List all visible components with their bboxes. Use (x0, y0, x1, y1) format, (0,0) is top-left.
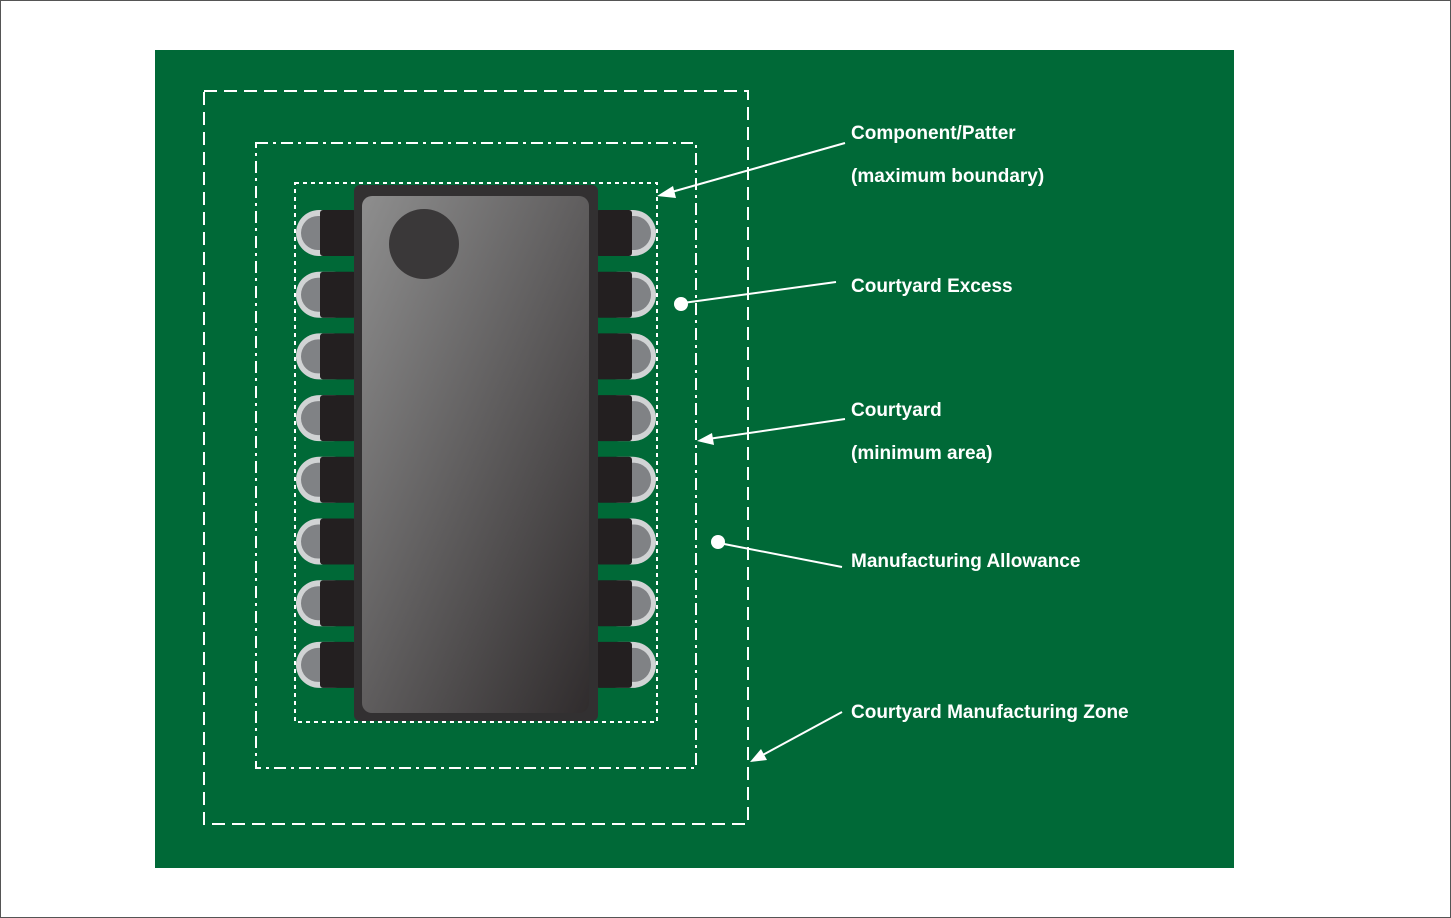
right-lead (596, 456, 632, 503)
courtyard-outline (255, 142, 697, 769)
right-lead (596, 580, 632, 627)
courtyard-label-line1: Courtyard (851, 400, 942, 421)
courtyard-manufacturing-zone-outline (203, 90, 749, 825)
right-lead (596, 395, 632, 442)
left-lead (320, 210, 356, 256)
component-label-line1: Component/Patter (851, 123, 1016, 144)
leaders (657, 142, 846, 762)
courtyard-excess-leader-line (682, 281, 837, 304)
left-lead (320, 271, 356, 318)
left-lead (320, 456, 356, 503)
component-arrowhead (657, 186, 676, 198)
right-lead (596, 518, 632, 565)
right-lead (596, 210, 632, 256)
left-lead (320, 641, 356, 688)
courtyard-label-line2: (minimum area) (851, 443, 992, 464)
manufacturing-zone-leader-line (758, 711, 843, 758)
left-lead (320, 333, 356, 380)
courtyard-excess-label: Courtyard Excess (851, 276, 1013, 297)
right-lead (596, 333, 632, 380)
left-lead (320, 395, 356, 442)
ic-pins (296, 210, 656, 688)
manufacturing-zone-arrowhead (750, 749, 767, 762)
component-leader-line (667, 142, 846, 194)
ic-top-surface (362, 196, 589, 713)
courtyard-leader-line (707, 418, 846, 440)
manufacturing-allowance-dot (711, 535, 725, 549)
pin-1-marker (389, 209, 459, 279)
left-lead (320, 580, 356, 627)
component-boundary-outline (294, 182, 658, 723)
component-label-line2: (maximum boundary) (851, 166, 1044, 187)
labels: Component/Patter (maximum boundary) Cour… (851, 123, 1129, 723)
left-lead (320, 518, 356, 565)
courtyard-excess-dot (674, 297, 688, 311)
courtyard-arrowhead (697, 433, 714, 445)
right-lead (596, 271, 632, 318)
manufacturing-allowance-label: Manufacturing Allowance (851, 551, 1080, 572)
manufacturing-allowance-leader-line (718, 542, 843, 568)
right-lead (596, 641, 632, 688)
courtyard-manufacturing-zone-label: Courtyard Manufacturing Zone (851, 702, 1129, 723)
